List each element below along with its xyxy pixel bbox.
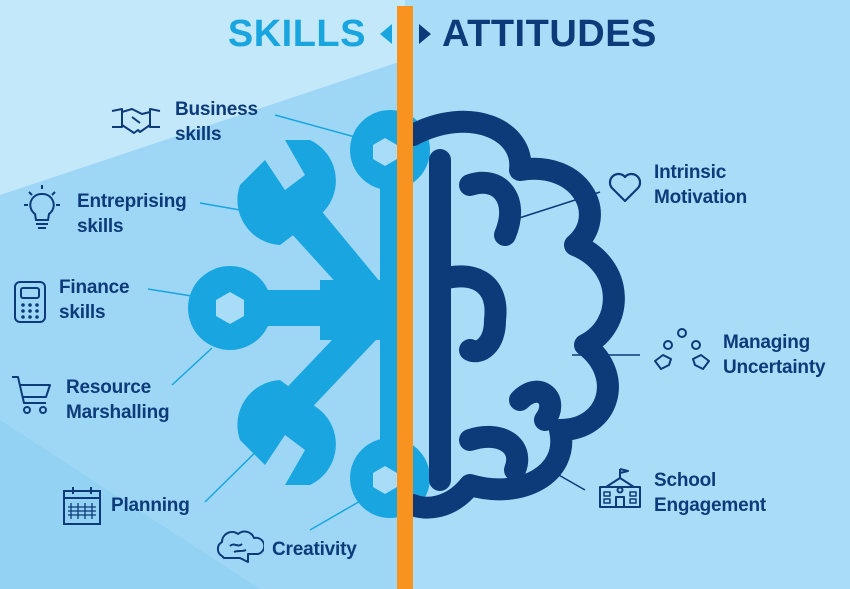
attitude-school-line1: School xyxy=(654,470,717,491)
calculator-icon xyxy=(13,280,47,329)
skill-resource-line1: Resource xyxy=(66,377,151,398)
arrow-right-icon xyxy=(419,24,431,44)
skill-finance-label: Finance skills xyxy=(59,275,130,325)
attitude-motivation-line2: Motivation xyxy=(654,187,747,208)
skill-business-line2: skills xyxy=(175,124,222,145)
handshake-icon xyxy=(110,103,162,142)
heart-icon xyxy=(608,172,642,209)
skill-resource-label: Resource Marshalling xyxy=(66,375,170,425)
shopping-cart-icon xyxy=(10,373,54,422)
attitude-uncertainty-line2: Uncertainty xyxy=(723,357,826,378)
lightbulb-icon xyxy=(20,184,64,237)
attitude-motivation-line1: Intrinsic xyxy=(654,162,727,183)
skill-planning-line1: Planning xyxy=(111,495,190,516)
skill-resource-line2: Marshalling xyxy=(66,402,170,423)
attitude-motivation-label: Intrinsic Motivation xyxy=(654,160,747,210)
skill-entreprising-line2: skills xyxy=(77,216,124,237)
attitude-uncertainty-label: Managing Uncertainty xyxy=(723,330,826,380)
skill-finance-line2: skills xyxy=(59,302,106,323)
attitude-school-label: School Engagement xyxy=(654,468,766,518)
skill-finance-line1: Finance xyxy=(59,277,130,298)
title-skills: SKILLS xyxy=(227,13,366,55)
skill-creativity-label: Creativity xyxy=(272,537,357,562)
attitude-uncertainty-line1: Managing xyxy=(723,332,811,353)
skill-creativity-line1: Creativity xyxy=(272,539,357,560)
calendar-icon xyxy=(62,486,102,531)
attitude-school-line2: Engagement xyxy=(654,495,767,516)
skill-planning-label: Planning xyxy=(111,493,190,518)
center-divider xyxy=(397,6,413,589)
school-building-icon xyxy=(598,467,642,514)
skill-business-line1: Business xyxy=(175,99,258,120)
skill-business-label: Business skills xyxy=(175,97,258,147)
juggling-hands-icon xyxy=(653,327,711,380)
arrow-left-icon xyxy=(380,24,392,44)
skill-entreprising-label: Entreprising skills xyxy=(77,189,187,239)
cloud-brain-icon xyxy=(214,528,266,571)
skill-entreprising-line1: Entreprising xyxy=(77,191,187,212)
title-attitudes: ATTITUDES xyxy=(442,13,657,55)
